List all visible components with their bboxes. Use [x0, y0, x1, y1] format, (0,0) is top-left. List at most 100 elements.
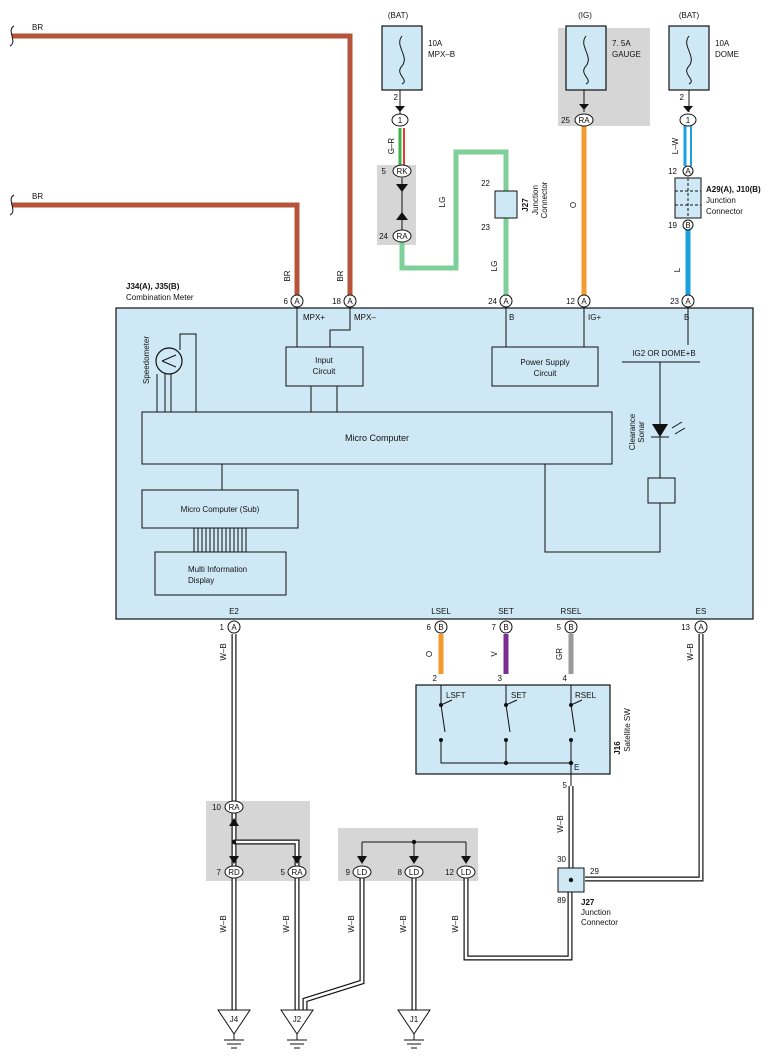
bat-label-1: (BAT) [388, 11, 409, 20]
j27-upper-title: J27 [521, 198, 530, 212]
svg-text:LD: LD [409, 868, 419, 877]
svg-text:10: 10 [212, 803, 221, 812]
svg-text:5: 5 [281, 868, 286, 877]
wire-break-icon-2 [9, 194, 15, 216]
j27-pin-89: 89 [557, 896, 566, 905]
j27-pin-23: 23 [481, 223, 490, 232]
wire-br-mpx-plus [12, 202, 300, 296]
ra-splice-node [231, 839, 237, 845]
svg-text:6: 6 [284, 297, 289, 306]
ground-j1-label: J1 [410, 1015, 419, 1024]
svg-text:B: B [568, 623, 573, 632]
pin-a29-12: 12 A [668, 165, 694, 177]
wire-label-wb-4: W–B [219, 915, 228, 932]
wire-wb-es [585, 634, 704, 882]
svg-text:19: 19 [668, 221, 677, 230]
j27-pin-22: 22 [481, 179, 490, 188]
input-circuit-l2: Circuit [313, 367, 336, 376]
line-mpx-minus [329, 307, 351, 347]
j27-upper-sub1: Junction [531, 185, 540, 215]
svg-text:B: B [438, 623, 443, 632]
fuse-dome-element-icon [686, 35, 692, 85]
ground-j2-label: J2 [293, 1015, 302, 1024]
meter-set: SET [498, 607, 514, 616]
fuse-dome-amp: 10A [715, 39, 730, 48]
mid-l2: Display [188, 576, 214, 585]
svg-text:24: 24 [379, 232, 388, 241]
svg-text:A: A [294, 297, 300, 306]
svg-text:RA: RA [228, 803, 240, 812]
ground-j1-icon: J1 [397, 1009, 431, 1049]
svg-text:B: B [685, 221, 690, 230]
speedometer-needle-icon [161, 354, 177, 368]
fuse-mpxb-amp: 10A [428, 39, 443, 48]
pin-ra-24: 24 RA [379, 229, 412, 243]
wire-label-wb-7: W–B [399, 915, 408, 932]
wire-label-o-2: O [425, 651, 434, 657]
svg-text:6: 6 [427, 623, 432, 632]
j27-junction-lower [557, 867, 585, 893]
clearance-sonar-l1: Clearance [628, 413, 637, 450]
wire-label-wb-1: W–B [219, 643, 228, 660]
wire-break-icon-1 [9, 25, 15, 47]
svg-text:A: A [685, 297, 691, 306]
svg-text:7: 7 [492, 623, 497, 632]
speedometer-gauge-icon [155, 347, 183, 375]
led-emission-icon [671, 421, 686, 435]
ld-splice-node [411, 839, 417, 845]
sw-pin-4: 4 [563, 674, 568, 683]
fuse-mpxb [381, 25, 423, 91]
svg-text:RA: RA [291, 868, 303, 877]
wire-label-lw: L–W [671, 137, 680, 154]
multi-information-display [154, 551, 287, 596]
svg-text:RA: RA [578, 116, 590, 125]
meter-mpx-plus: MPX+ [303, 313, 325, 322]
pin-meter-6: 6 A [284, 294, 304, 308]
ld-splice-drops [361, 842, 467, 856]
pin-rk-5: 5 RK [382, 164, 412, 178]
wire-label-br-4: BR [336, 270, 345, 281]
pin-meter-es-13: 13 A [681, 620, 708, 634]
pin-meter-set-7: 7 B [492, 620, 513, 634]
bat-label-2: (BAT) [679, 11, 700, 20]
svg-text:LD: LD [461, 868, 471, 877]
svg-text:A: A [347, 297, 353, 306]
meter-e2: E2 [229, 607, 239, 616]
wire-label-wb-2: W–B [686, 643, 695, 660]
wire-wb-ld9 [302, 878, 365, 1010]
ig-label: (IG) [578, 11, 592, 20]
pin-meter-18: 18 A [332, 294, 357, 308]
wire-wb-ld12 [463, 878, 573, 961]
ground-j4-icon: J4 [217, 1009, 251, 1049]
pin-meter-e2-1: 1 A [220, 620, 241, 634]
svg-text:A: A [503, 297, 509, 306]
j34-title: J34(A), J35(B) [126, 282, 180, 291]
pin-ld-9: 9 LD [346, 856, 372, 879]
fuse-gauge-amp: 7. 5A [612, 39, 631, 48]
svg-text:A: A [231, 623, 237, 632]
svg-text:2: 2 [680, 93, 685, 102]
sw-pin-3: 3 [498, 674, 503, 683]
svg-text:LD: LD [357, 868, 367, 877]
svg-text:1: 1 [398, 116, 403, 125]
power-supply-circuit [491, 346, 599, 387]
ground-j2-icon: J2 [280, 1009, 314, 1049]
arrow-down-icon [396, 184, 408, 192]
meter-b: B [509, 313, 514, 322]
pin-dome-1: 2 1 [679, 93, 697, 127]
wire-label-l: L [673, 267, 682, 272]
svg-text:18: 18 [332, 297, 341, 306]
svg-text:B: B [503, 623, 508, 632]
sw-rsel: RSEL [575, 691, 596, 700]
a29-title: A29(A), J10(B) [706, 185, 761, 194]
svg-text:23: 23 [670, 297, 679, 306]
data-bus-lines [193, 528, 247, 552]
pin-meter-rsel-5: 5 B [557, 620, 578, 634]
wire-wb-ra5 [234, 839, 300, 1010]
j27-junction-upper [494, 190, 518, 219]
pin-rd-7: 7 RD [217, 856, 244, 879]
arrow-up-icon [396, 212, 408, 220]
svg-text:24: 24 [488, 297, 497, 306]
pin-meter-12: 12 A [566, 294, 591, 308]
